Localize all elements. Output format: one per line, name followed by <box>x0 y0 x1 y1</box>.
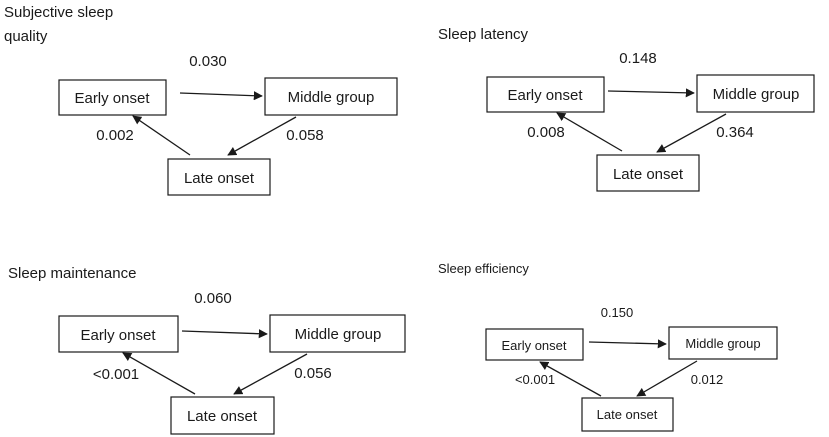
panel-sleep-latency: Sleep latency Early onset Middle group L… <box>438 26 815 192</box>
edge-label-late-to-early: 0.008 <box>527 124 565 141</box>
edge-early-to-middle <box>179 91 263 101</box>
node-label-late-onset: Late onset <box>597 407 658 422</box>
panel-title-line-2: quality <box>4 28 48 45</box>
node-label-late-onset: Late onset <box>613 166 684 183</box>
edge-label-early-to-middle: 0.148 <box>619 50 657 67</box>
node-middle-group <box>668 326 778 360</box>
node-early-onset <box>58 315 179 353</box>
edge-early-to-middle <box>588 339 667 349</box>
edge-early-to-middle <box>607 88 695 98</box>
node-early-onset <box>58 79 167 116</box>
node-label-late-onset: Late onset <box>184 170 255 187</box>
node-middle-group <box>264 77 398 116</box>
node-late-onset <box>581 397 674 432</box>
panel-sleep-efficiency: Sleep efficiency Early onset Middle grou… <box>438 261 778 432</box>
edge-middle-to-late <box>636 360 698 397</box>
node-label-early-onset: Early onset <box>507 87 583 104</box>
edge-label-middle-to-late: 0.012 <box>691 372 724 387</box>
edge-middle-to-late <box>656 113 727 153</box>
node-early-onset <box>485 328 584 361</box>
node-label-middle-group: Middle group <box>295 326 382 343</box>
edge-middle-to-late <box>227 116 297 156</box>
node-late-onset <box>170 396 275 435</box>
panel-title-line-1: Subjective sleep <box>4 4 113 21</box>
panel-title-line-1: Sleep maintenance <box>8 265 136 282</box>
node-label-early-onset: Early onset <box>74 90 150 107</box>
panel-title-line-1: Sleep latency <box>438 26 529 43</box>
node-label-middle-group: Middle group <box>685 336 760 351</box>
node-late-onset <box>167 158 271 196</box>
edge-label-late-to-early: <0.001 <box>93 366 139 383</box>
node-early-onset <box>486 76 605 113</box>
node-label-middle-group: Middle group <box>288 89 375 106</box>
node-late-onset <box>596 154 700 192</box>
panel-title-line-1: Sleep efficiency <box>438 261 529 276</box>
edge-label-early-to-middle: 0.060 <box>194 290 232 307</box>
node-label-middle-group: Middle group <box>713 86 800 103</box>
edge-early-to-middle <box>181 329 268 339</box>
node-label-late-onset: Late onset <box>187 408 258 425</box>
node-label-early-onset: Early onset <box>80 327 156 344</box>
edge-late-to-early <box>132 115 191 156</box>
panel-sleep-maintenance: Sleep maintenance Early onset Middle gro… <box>8 265 406 435</box>
edge-late-to-early <box>539 361 602 397</box>
edge-middle-to-late <box>233 353 308 395</box>
edge-late-to-early <box>122 352 196 395</box>
edge-label-early-to-middle: 0.150 <box>601 305 634 320</box>
edge-label-late-to-early: <0.001 <box>515 372 555 387</box>
node-middle-group <box>269 314 406 353</box>
edge-label-early-to-middle: 0.030 <box>189 53 227 70</box>
node-label-early-onset: Early onset <box>501 338 566 353</box>
panel-subjective-sleep-quality: Subjective sleep quality Early onset Mid… <box>4 4 398 196</box>
edge-label-middle-to-late: 0.056 <box>294 365 332 382</box>
edge-label-late-to-early: 0.002 <box>96 127 134 144</box>
edge-label-middle-to-late: 0.364 <box>716 124 754 141</box>
edge-label-middle-to-late: 0.058 <box>286 127 324 144</box>
edge-late-to-early <box>556 112 623 152</box>
node-middle-group <box>696 74 815 113</box>
